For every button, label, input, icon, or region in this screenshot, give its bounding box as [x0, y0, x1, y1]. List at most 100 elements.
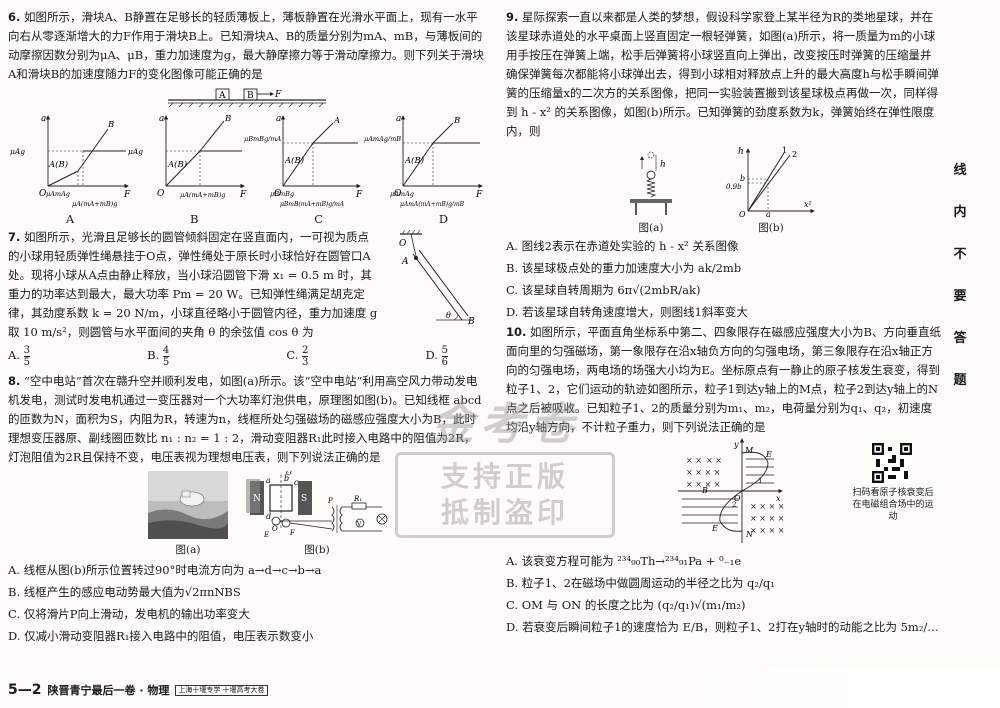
q8-option-c[interactable]: C. 仅将滑片P向上滑动，发电机的输出功率变大: [8, 606, 250, 621]
block-a-label: A: [218, 91, 226, 101]
question-number: 9.: [506, 10, 519, 24]
svg-text:× ×: × ×: [686, 456, 702, 465]
qr-code[interactable]: [872, 443, 912, 483]
svg-text:1: 1: [758, 477, 762, 485]
question-number: 6.: [8, 10, 21, 24]
svg-text:× × × ×: × × × ×: [750, 502, 784, 511]
q9-option-d[interactable]: D. 若该星球自转角速度增大，则图线1斜率变大: [506, 305, 748, 319]
question-stem: 如图所示，滑块A、B静置在足够长的轻质薄板上，薄板静置在光滑水平面上，现有一水平…: [8, 10, 485, 81]
figure-caption: 图(a): [638, 222, 664, 234]
svg-text:A(B): A(B): [48, 159, 68, 170]
svg-text:a: a: [276, 114, 281, 124]
question-number: 7.: [8, 230, 21, 244]
question-9: 9. 星际探索一直以来都是人类的梦想，假设科学家登上某半径为R的类地星球，并在该…: [506, 8, 942, 141]
svg-text:× × × ×: × × × ×: [750, 514, 784, 523]
q8-option-b[interactable]: B. 线框产生的感应电动势最大值为√2πnNBS: [8, 584, 241, 599]
svg-text:a: a: [266, 476, 271, 485]
svg-text:O: O: [739, 210, 746, 217]
airship-photo: [148, 470, 228, 539]
svg-text:F: F: [289, 529, 296, 537]
q6-options: A B C D: [8, 212, 486, 226]
svg-text:O: O: [734, 494, 741, 503]
svg-text:N: N: [253, 494, 261, 504]
svg-text:F: F: [475, 190, 483, 200]
svg-text:μAmA(mA+mB)g/mB: μAmA(mA+mB)g/mB: [400, 201, 465, 208]
q10-option-c[interactable]: C. OM 与 ON 的长度之比为 (q₂/q₁)√(m₁/m₂): [506, 598, 746, 612]
svg-text:R₁: R₁: [353, 495, 362, 503]
figure-caption: 图(b): [758, 222, 784, 234]
q6-option-b[interactable]: B: [190, 212, 199, 226]
svg-text:N: N: [745, 530, 754, 539]
q6-option-a[interactable]: A: [65, 212, 75, 226]
svg-text:P: P: [327, 497, 333, 505]
svg-text:A: A: [401, 257, 409, 267]
svg-text:× × × ×: × × × ×: [686, 480, 720, 489]
page-number: 5—2: [8, 682, 42, 698]
svg-text:B: B: [467, 317, 475, 327]
svg-text:A(B): A(B): [284, 155, 304, 166]
q6-graphs: a F O B A(B) μAg μAmAg μA(mA+mB)g A a F …: [10, 114, 483, 208]
svg-text:× × × ×: × × × ×: [686, 468, 720, 477]
q9-option-a[interactable]: A. 图线2表示在赤道处实验的 h - x² 关系图像: [506, 239, 739, 253]
svg-text:μBmBg: μBmBg: [270, 190, 294, 198]
q8-figures: 图(a) N S b c a d O′ O E F: [148, 469, 486, 557]
q9-option-b[interactable]: B. 该星球极点处的重力加速度大小为 ak/2mb: [506, 261, 742, 275]
svg-text:μBmB(mA+mB)g/mA: μBmB(mA+mB)g/mA: [280, 201, 345, 208]
svg-text:h: h: [738, 147, 744, 157]
q10-option-b[interactable]: B. 粒子1、2在磁场中做圆周运动的半径之比为 q₂/q₁: [506, 576, 775, 590]
svg-text:O: O: [39, 189, 47, 199]
svg-text:1: 1: [782, 146, 787, 155]
question-stem: 如图所示，平面直角坐标系中第二、四象限存在磁感应强度大小为B、方向垂直纸面向里的…: [506, 325, 941, 434]
q8-option-a[interactable]: A. 线框从图(b)所示位置转过90°时电流方向为 a→d→c→b→a: [8, 562, 322, 577]
svg-text:O: O: [399, 239, 407, 249]
q6-option-c[interactable]: C: [314, 212, 324, 226]
svg-text:A(B): A(B): [167, 159, 187, 170]
svg-text:b: b: [740, 174, 745, 183]
q8-options: A. 线框从图(b)所示位置转过90°时电流方向为 a→d→c→b→a B. 线…: [8, 559, 486, 647]
q10-option-a[interactable]: A. 该衰变方程可能为 ²³⁴₉₀Th→²³⁴₉₁Pa + ⁰₋₁e: [506, 554, 742, 568]
svg-text:μAmAg: μAmAg: [390, 190, 414, 198]
question-stem: “空中电站”首次在赣升空并顺利发电，如图(a)所示。该“空中电站”利用高空风力带…: [8, 373, 482, 464]
svg-text:O: O: [157, 189, 165, 199]
generator-circuit: N S b c a d O′ O E F P: [246, 469, 388, 539]
svg-text:θ: θ: [446, 311, 451, 320]
watermark: 金考卷 支持正版 抵制盗印: [395, 388, 615, 538]
svg-text:a: a: [396, 114, 401, 124]
svg-text:E: E: [263, 531, 269, 539]
q9-option-c[interactable]: C. 该星球自转周期为 6π√(2mbR/ak): [506, 283, 701, 297]
graph-c: a F O A A(B) μBmBg/mA μBmBg μBmB(mA+mB)g…: [244, 114, 363, 208]
q6-apparatus-figure: A B F: [168, 88, 326, 108]
block-b-label: B: [247, 91, 254, 101]
q8-option-d[interactable]: D. 仅减小滑动变阻器R₁接入电路中的阻值，电压表示数变小: [8, 628, 314, 643]
binding-line-notice: 线 内 不 要 答 题: [953, 163, 967, 388]
svg-text:F: F: [239, 190, 247, 200]
svg-text:2: 2: [792, 150, 797, 159]
footer-title: 陕晋青宁最后一卷 · 物理: [47, 684, 170, 697]
page-footer: 5—2 陕晋青宁最后一卷 · 物理 上海十堰专学 十堰高考大卷: [8, 682, 268, 698]
q9-figures: h 图(a) h x² O 1 2: [616, 145, 942, 235]
svg-text:μAmAg: μAmAg: [46, 190, 70, 198]
svg-text:μAmAg/mB: μAmAg/mB: [364, 135, 401, 143]
svg-text:c: c: [294, 478, 299, 487]
svg-text:O: O: [272, 525, 278, 533]
question-stem: 星际探索一直以来都是人类的梦想，假设科学家登上某半径为R的类地星球，并在该星球赤…: [506, 10, 939, 138]
anti-piracy-stamp: 支持正版 抵制盗印: [395, 452, 615, 538]
svg-text:2: 2: [732, 501, 736, 509]
graph-d: a F O B A(B) μAmAg/mB μAmAg μAmA(mA+mB)g…: [364, 114, 483, 208]
svg-text:x²: x²: [804, 200, 812, 209]
svg-text:M: M: [744, 446, 754, 455]
q10-option-d[interactable]: D. 若衰变后瞬间粒子1的速度恰为 E/B，则粒子1、2打在y轴时的动能之比为 …: [506, 620, 939, 634]
q10-options: A. 该衰变方程可能为 ²³⁴₉₀Th→²³⁴₉₁Pa + ⁰₋₁e B. 粒子…: [506, 550, 942, 638]
q6-option-d[interactable]: D: [438, 212, 449, 226]
edge-fade: [660, 668, 1000, 708]
q8-figure-a: 图(a): [148, 470, 228, 557]
svg-text:× ×: × ×: [706, 456, 722, 465]
force-label: F: [274, 90, 282, 100]
svg-text:O: O: [274, 189, 282, 199]
svg-text:μAg: μAg: [128, 147, 143, 156]
q9-figure-b: h x² O 1 2 b 0.9b a 图(b): [726, 145, 816, 235]
